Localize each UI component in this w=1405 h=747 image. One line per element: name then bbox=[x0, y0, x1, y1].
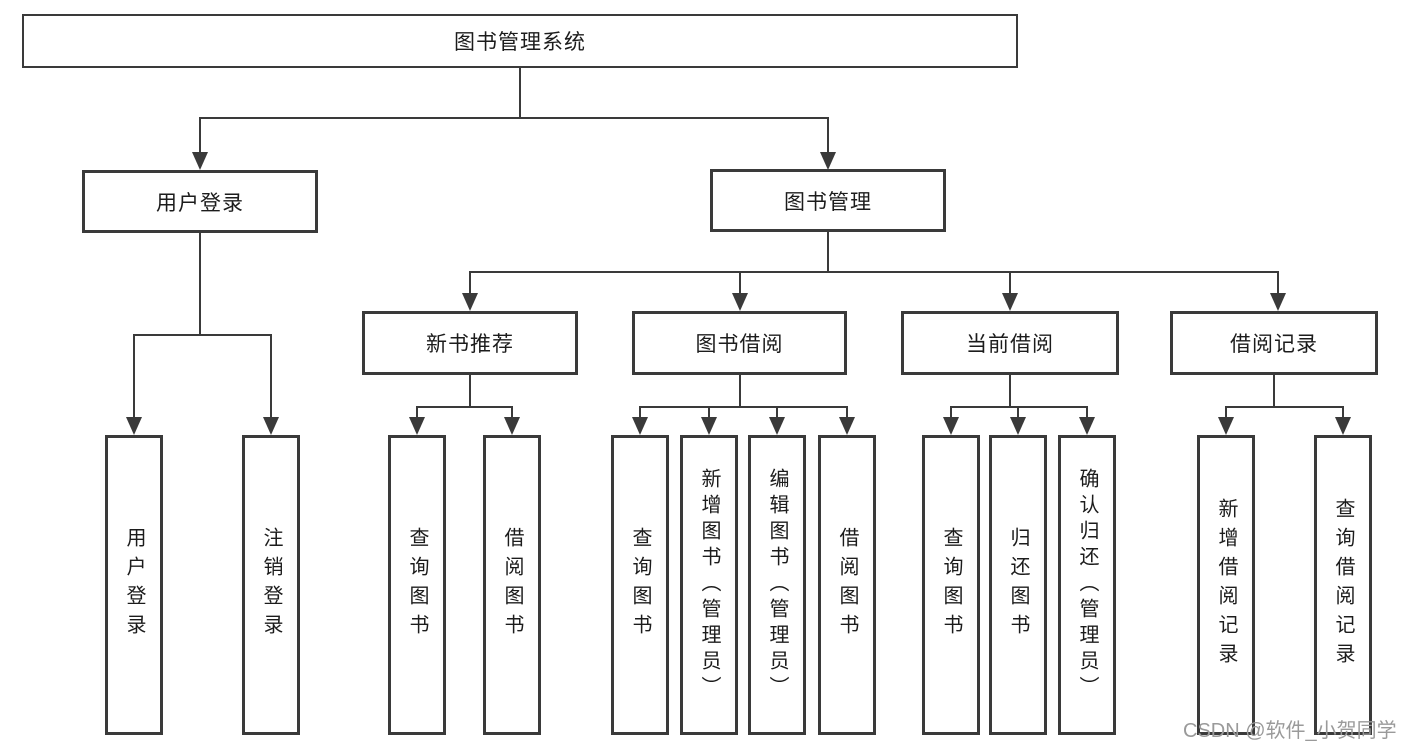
node-label: 借阅记录 bbox=[1230, 333, 1318, 356]
connector-records-drop-1 bbox=[1225, 406, 1227, 419]
arrowhead-icon bbox=[1010, 417, 1026, 435]
leaf-records-query-record: 查询借阅记录 bbox=[1314, 435, 1372, 735]
csdn-watermark: CSDN @软件_小贺同学 bbox=[1183, 720, 1397, 742]
node-label: 图书管理系统 bbox=[454, 31, 586, 54]
leaf-logout: 注销登录 bbox=[242, 435, 300, 735]
leaf-label: 新增借阅记录 bbox=[1215, 498, 1237, 672]
leaf-label: 借阅图书 bbox=[836, 527, 858, 643]
node-current-borrowing: 当前借阅 bbox=[901, 311, 1119, 375]
leaf-current-return-books: 归还图书 bbox=[989, 435, 1047, 735]
arrowhead-icon bbox=[632, 417, 648, 435]
arrowhead-icon bbox=[504, 417, 520, 435]
node-book-borrowing: 图书借阅 bbox=[632, 311, 847, 375]
leaf-label: 查询借阅记录 bbox=[1332, 498, 1354, 672]
node-new-book-recommendation: 新书推荐 bbox=[362, 311, 578, 375]
node-library-management-system: 图书管理系统 bbox=[22, 14, 1018, 68]
node-label: 当前借阅 bbox=[966, 333, 1054, 356]
leaf-borrow-borrow-books: 借阅图书 bbox=[818, 435, 876, 735]
connector-current-stem bbox=[1009, 375, 1011, 408]
arrowhead-icon bbox=[409, 417, 425, 435]
connector-userlogin-stem bbox=[199, 233, 201, 336]
leaf-borrow-edit-books-admin: 编辑图书（管理员） bbox=[748, 435, 806, 735]
connector-current-hbar bbox=[950, 406, 1088, 408]
connector-borrow-drop-2 bbox=[708, 406, 710, 419]
leaf-label: 查询图书 bbox=[406, 527, 428, 643]
node-label: 新书推荐 bbox=[426, 333, 514, 356]
leaf-label: 编辑图书（管理员） bbox=[766, 468, 788, 702]
connector-bookmgmt-stem bbox=[827, 231, 829, 273]
node-label: 图书管理 bbox=[784, 190, 872, 214]
connector-current-drop-1 bbox=[950, 406, 952, 419]
arrowhead-icon bbox=[839, 417, 855, 435]
node-user-login-branch: 用户登录 bbox=[82, 170, 318, 233]
connector-bookmgmt-drop-1 bbox=[469, 271, 471, 295]
connector-newbook-stem bbox=[469, 375, 471, 408]
leaf-borrow-query-books: 查询图书 bbox=[611, 435, 669, 735]
node-label: 用户登录 bbox=[156, 191, 244, 215]
node-book-management-branch: 图书管理 bbox=[710, 169, 946, 232]
connector-bookmgmt-drop-3 bbox=[1009, 271, 1011, 295]
arrowhead-icon bbox=[192, 152, 208, 170]
arrowhead-icon bbox=[462, 293, 478, 311]
leaf-label: 查询图书 bbox=[940, 527, 962, 643]
leaf-current-query-books: 查询图书 bbox=[922, 435, 980, 735]
leaf-label: 确认归还（管理员） bbox=[1076, 468, 1098, 702]
connector-root-hbar bbox=[199, 117, 829, 119]
leaf-label: 归还图书 bbox=[1007, 527, 1029, 643]
arrowhead-icon bbox=[732, 293, 748, 311]
connector-bookmgmt-drop-4 bbox=[1277, 271, 1279, 295]
connector-borrow-drop-1 bbox=[639, 406, 641, 419]
leaf-current-confirm-return-admin: 确认归还（管理员） bbox=[1058, 435, 1116, 735]
connector-root-drop-left bbox=[199, 117, 201, 154]
connector-current-drop-2 bbox=[1017, 406, 1019, 419]
connector-userlogin-drop-2 bbox=[270, 334, 272, 419]
connector-newbook-drop-1 bbox=[416, 406, 418, 419]
leaf-newbook-borrow-books: 借阅图书 bbox=[483, 435, 541, 735]
connector-borrow-drop-3 bbox=[776, 406, 778, 419]
arrowhead-icon bbox=[1002, 293, 1018, 311]
connector-borrow-drop-4 bbox=[846, 406, 848, 419]
leaf-newbook-query-books: 查询图书 bbox=[388, 435, 446, 735]
arrowhead-icon bbox=[701, 417, 717, 435]
connector-borrow-hbar bbox=[639, 406, 848, 408]
connector-borrow-stem bbox=[739, 375, 741, 408]
arrowhead-icon bbox=[1335, 417, 1351, 435]
node-borrowing-records: 借阅记录 bbox=[1170, 311, 1378, 375]
leaf-label: 用户登录 bbox=[123, 527, 145, 643]
leaf-records-add-record: 新增借阅记录 bbox=[1197, 435, 1255, 735]
connector-userlogin-drop-1 bbox=[133, 334, 135, 419]
node-label: 图书借阅 bbox=[695, 333, 784, 356]
leaf-label: 查询图书 bbox=[629, 527, 651, 643]
connector-records-stem bbox=[1273, 375, 1275, 408]
arrowhead-icon bbox=[820, 152, 836, 170]
arrowhead-icon bbox=[943, 417, 959, 435]
connector-newbook-hbar bbox=[416, 406, 513, 408]
connector-bookmgmt-drop-2 bbox=[739, 271, 741, 295]
connector-root-stem bbox=[519, 68, 521, 118]
leaf-label: 借阅图书 bbox=[501, 527, 523, 643]
connector-root-drop-right bbox=[827, 117, 829, 154]
connector-userlogin-hbar bbox=[133, 334, 272, 336]
connector-records-hbar bbox=[1225, 406, 1344, 408]
leaf-user-login: 用户登录 bbox=[105, 435, 163, 735]
arrowhead-icon bbox=[769, 417, 785, 435]
arrowhead-icon bbox=[1079, 417, 1095, 435]
leaf-borrow-add-books-admin: 新增图书（管理员） bbox=[680, 435, 738, 735]
arrowhead-icon bbox=[1270, 293, 1286, 311]
arrowhead-icon bbox=[126, 417, 142, 435]
connector-records-drop-2 bbox=[1342, 406, 1344, 419]
leaf-label: 注销登录 bbox=[260, 527, 282, 643]
leaf-label: 新增图书（管理员） bbox=[698, 468, 720, 702]
arrowhead-icon bbox=[1218, 417, 1234, 435]
arrowhead-icon bbox=[263, 417, 279, 435]
connector-current-drop-3 bbox=[1086, 406, 1088, 419]
connector-bookmgmt-hbar bbox=[469, 271, 1279, 273]
connector-newbook-drop-2 bbox=[511, 406, 513, 419]
